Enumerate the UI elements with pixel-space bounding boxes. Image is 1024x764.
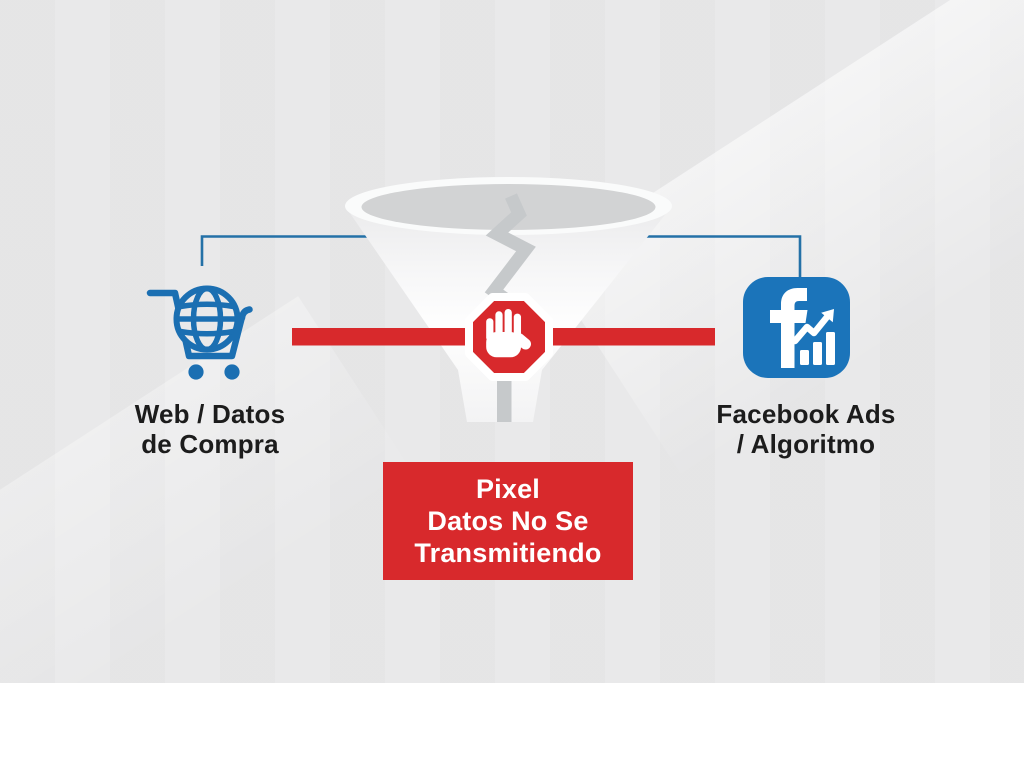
callout-line2: Datos No Se — [427, 506, 589, 536]
right-node-label: Facebook Ads / Algoritmo — [686, 399, 926, 459]
facebook-ads-icon — [743, 277, 850, 378]
stop-hand-icon — [465, 293, 553, 381]
facebook-f-glyph — [770, 288, 808, 368]
funnel-opening — [361, 184, 656, 230]
right-node-label-line1: Facebook Ads — [716, 399, 896, 429]
pixel-warning-callout: Pixel Datos No Se Transmitiendo — [383, 462, 633, 580]
globe-glyph — [173, 285, 241, 353]
left-node-label: Web / Datos de Compra — [90, 399, 330, 459]
left-node-label-line2: de Compra — [141, 429, 279, 459]
callout-line3: Transmitiendo — [414, 538, 602, 568]
ads-chart-glyph — [791, 309, 835, 365]
cart-wheels — [188, 364, 240, 380]
left-node-label-line1: Web / Datos — [134, 399, 286, 429]
diagram-canvas — [146, 177, 850, 422]
facebook-tile — [743, 277, 850, 378]
cart-globe-icon — [146, 285, 253, 380]
callout-line1: Pixel — [475, 474, 541, 504]
right-node-label-line2: / Algoritmo — [736, 429, 876, 459]
stop-hand-glyph — [486, 309, 532, 358]
